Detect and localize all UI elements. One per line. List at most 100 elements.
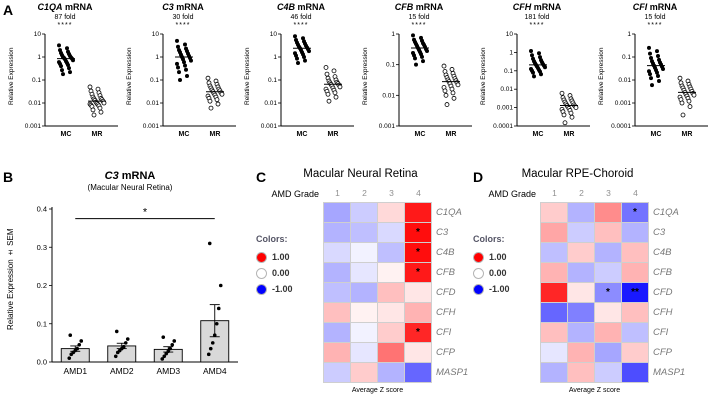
heatmap-cell: * <box>595 283 621 302</box>
significance-stars: **** <box>175 22 191 29</box>
heatmap-cell <box>405 343 431 362</box>
plot-title: C4B mRNA <box>276 2 326 12</box>
heatmap-cell <box>378 303 404 322</box>
svg-text:MC: MC <box>61 131 72 138</box>
heatmap-cell <box>324 303 350 322</box>
points-amd4 <box>206 241 223 357</box>
svg-text:0.01: 0.01 <box>264 100 277 107</box>
legend-item: 1.00 <box>473 249 510 265</box>
amd-grade-label: AMD Grade <box>488 189 536 199</box>
heatmap-cell <box>541 263 567 282</box>
heatmap-cell <box>595 203 621 222</box>
gene-label: MASP1 <box>436 367 469 378</box>
heatmap-cell <box>595 243 621 262</box>
svg-text:AMD3: AMD3 <box>156 366 180 376</box>
heatmap-cell <box>541 343 567 362</box>
svg-text:1: 1 <box>273 54 277 61</box>
svg-text:0.0: 0.0 <box>37 358 47 367</box>
mc-points <box>57 43 75 77</box>
heatmap-cell: * <box>405 243 431 262</box>
heatmap-cell <box>351 283 377 302</box>
gene-label: CFH <box>436 307 456 318</box>
heatmap-cell <box>568 263 594 282</box>
heatmap-cell <box>378 243 404 262</box>
gene-label: C3 <box>653 227 666 238</box>
heatmap-cell <box>324 223 350 242</box>
legend-item: -1.00 <box>473 281 510 297</box>
heatmap-cell <box>595 323 621 342</box>
mc-points <box>175 38 193 82</box>
svg-text:0.001: 0.001 <box>25 123 42 130</box>
gene-label: CFD <box>653 287 673 298</box>
svg-text:0.1: 0.1 <box>32 77 41 84</box>
legend-item: 1.00 <box>256 249 293 265</box>
mc-points <box>411 33 429 67</box>
heatmap-cell <box>622 223 648 242</box>
legend-swatch <box>473 267 484 279</box>
fold-change-label: 87 fold <box>54 14 76 21</box>
gene-label: CFB <box>653 267 672 278</box>
legend-swatch <box>256 267 267 279</box>
svg-text:10: 10 <box>270 31 278 38</box>
svg-text:MR: MR <box>564 131 575 138</box>
heatmap-cell <box>541 323 567 342</box>
significance-star: * <box>143 207 148 219</box>
plot-title: CFI mRNA <box>632 2 678 12</box>
svg-text:MC: MC <box>179 131 190 138</box>
heatmap-cell: * <box>405 263 431 282</box>
grade-number: 4 <box>633 188 638 198</box>
significance-stars: **** <box>647 22 663 29</box>
points-amd2 <box>113 329 130 359</box>
svg-text:0.0001: 0.0001 <box>611 123 631 130</box>
heatmap-cell <box>541 363 567 382</box>
heatmap-cell <box>351 323 377 342</box>
svg-text:AMD2: AMD2 <box>110 366 134 376</box>
heatmap-caption: Average Z score <box>568 387 621 394</box>
heatmap-cell <box>324 263 350 282</box>
legend-value: -1.00 <box>272 284 293 294</box>
heatmap-cell <box>622 323 648 342</box>
grade-number: 1 <box>552 188 557 198</box>
svg-text:0.0001: 0.0001 <box>493 123 513 130</box>
mr-points <box>205 75 225 111</box>
fold-change-label: 15 fold <box>644 14 666 21</box>
mr-points <box>441 63 461 107</box>
svg-text:0.001: 0.001 <box>497 105 514 112</box>
heatmap-cell <box>324 243 350 262</box>
grade-number: 4 <box>416 188 421 198</box>
legend-swatch <box>473 251 484 263</box>
panel-label-a: A <box>3 2 14 18</box>
heatmap-cell <box>622 243 648 262</box>
heatmap-cell <box>405 303 431 322</box>
gene-label: CFH <box>653 307 673 318</box>
mc-points <box>293 34 311 65</box>
svg-text:0.2: 0.2 <box>37 281 47 290</box>
legend-value: 1.00 <box>272 252 290 262</box>
heatmap-cell <box>378 363 404 382</box>
svg-text:MR: MR <box>92 131 103 138</box>
heatmap-cell <box>568 343 594 362</box>
heatmap-cell <box>324 203 350 222</box>
heatmap-cell <box>595 303 621 322</box>
heatmap-cell <box>351 303 377 322</box>
svg-text:AMD1: AMD1 <box>63 366 87 376</box>
legend-swatch <box>256 283 267 295</box>
gene-label: CFI <box>436 327 452 338</box>
svg-text:MR: MR <box>446 131 457 138</box>
